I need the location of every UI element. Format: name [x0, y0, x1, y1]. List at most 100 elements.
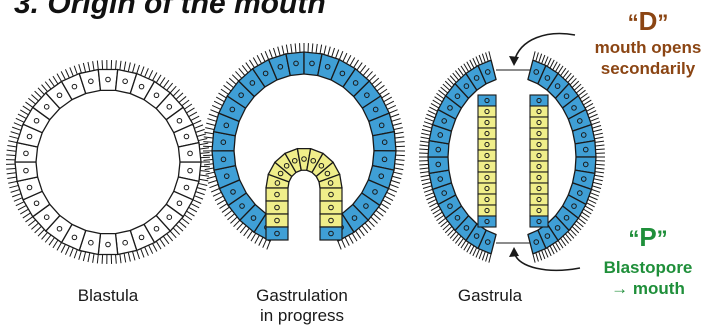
blastula-cilium — [187, 108, 195, 113]
blastula-cilium — [9, 136, 18, 138]
blastula-cilium — [38, 230, 44, 237]
gastrulation-ectoderm-cilium — [365, 223, 371, 230]
gastrula-ectoderm-left-cilium — [489, 254, 491, 263]
gastrulation-ectoderm-cilium — [375, 82, 382, 88]
gastrula-ectoderm-right-cilium — [595, 137, 604, 139]
gastrulation-ectoderm-cilium — [207, 176, 216, 178]
gastrula-endoderm-cell — [530, 183, 548, 194]
gastrula-ectoderm-left-cilium — [422, 129, 431, 131]
blastula-cilium — [170, 86, 176, 93]
blastula-cilium — [120, 61, 121, 70]
deuterostome-annotation: “D” mouth opens secondarily — [578, 6, 718, 79]
gastrulation-ectoderm-cilium — [224, 85, 231, 90]
gastrulation-ectoderm-cilium — [209, 185, 217, 188]
blastula-cilium — [182, 218, 189, 223]
gastrula-endoderm-cell — [530, 161, 548, 172]
blastula-cilium — [12, 127, 20, 130]
gastrulation-ectoderm-cilium — [391, 180, 400, 183]
gastrulation-ectoderm-cilium — [255, 236, 259, 244]
gastrulation-ectoderm-cilium — [249, 60, 254, 68]
gastrula-ectoderm-right-cilium — [556, 64, 561, 72]
gastrula-endoderm-cell — [478, 117, 496, 128]
blastula-cilium — [14, 198, 22, 201]
gastrula-ectoderm-left-cilium — [486, 52, 489, 61]
blastula-cilium — [25, 217, 32, 222]
gastrula-ectoderm-left-cilium — [464, 243, 469, 251]
gastrula-ectoderm-left-cilium — [436, 215, 443, 220]
blastula-cilium — [28, 220, 35, 226]
blastula-cilium — [193, 200, 201, 204]
gastrulation-ectoderm-cilium — [229, 78, 236, 84]
blastula-cilium — [201, 171, 210, 172]
blastula-cilium — [141, 249, 144, 257]
gastrulation-ectoderm-cilium — [206, 123, 215, 125]
gastrulation-ectoderm-cilium — [212, 105, 220, 109]
blastula-cilium — [191, 204, 199, 208]
gastrulation-ectoderm-cilium — [221, 89, 228, 94]
gastrulation-ectoderm-cilium — [278, 47, 280, 56]
label-gastrulation-line1: Gastrulation — [232, 286, 372, 306]
blastula-cilium — [149, 246, 153, 254]
blastula-cilium — [38, 88, 44, 95]
gastrula-ectoderm-left-cilium — [421, 133, 430, 135]
gastrulation-ectoderm-cilium — [273, 48, 276, 57]
gastrula-ectoderm-left-cilium — [431, 206, 439, 210]
blastula-cilium — [53, 240, 58, 248]
gastrulation-ectoderm-cilium — [205, 128, 214, 130]
blastula-cilium — [173, 228, 179, 234]
blastula-cilium — [61, 71, 65, 79]
blastula-cilium — [167, 234, 173, 241]
gastrula-ectoderm-right-cilium — [556, 243, 561, 251]
gastrulation-ectoderm-cilium — [227, 214, 234, 220]
gastrula-ectoderm-right-cilium — [590, 193, 598, 196]
gastrula-endoderm-cell — [478, 172, 496, 183]
gastrulation-ectoderm-cilium — [265, 51, 268, 59]
blastula-cilium — [45, 82, 51, 89]
blastula-cilium — [160, 77, 165, 84]
gastrula-ectoderm-left-cilium — [420, 172, 429, 173]
gastrulation-ectoderm-cilium — [352, 233, 357, 241]
gastrula-endoderm-cell — [478, 205, 496, 216]
gastrulation-ectoderm-cilium — [392, 119, 401, 122]
gastrulation-ectoderm-cilium — [211, 189, 219, 193]
gastrula-ectoderm-left-cilium — [470, 246, 474, 254]
gastrulation-ectoderm-cilium — [395, 137, 404, 138]
gastrula-ectoderm-right-cilium — [595, 141, 604, 142]
gastrulation-ectoderm-cilium — [380, 89, 387, 94]
gastrulation-endoderm-cell — [320, 188, 342, 201]
gastrula-ectoderm-right-cilium — [588, 200, 596, 204]
gastrulation-ectoderm-cilium — [356, 231, 361, 238]
gastrula-ectoderm-right-cilium — [580, 93, 587, 98]
blastula-cilium — [79, 64, 82, 73]
blastula-cilium — [6, 155, 15, 156]
gastrulation-ectoderm-cilium — [320, 45, 322, 54]
blastula-cilium — [176, 93, 183, 99]
blastula-cilium — [149, 70, 153, 78]
blastula-cilium — [88, 62, 90, 71]
blastula-cilium — [173, 89, 179, 95]
gastrulation-ectoderm-cilium — [253, 57, 258, 65]
gastrula-endoderm-cell — [530, 205, 548, 216]
gastrula-endoderm-cell — [478, 183, 496, 194]
gastrulation-endoderm-cell — [266, 227, 288, 240]
blastula-cilium — [20, 110, 28, 115]
blastula-cilium — [179, 222, 186, 228]
gastrula-ectoderm-right-cilium — [596, 149, 605, 150]
gastrula-ectoderm-left-cilium — [479, 55, 482, 63]
blastula-cilium — [23, 213, 31, 218]
gastrulation-ectoderm-cilium — [207, 119, 216, 122]
gastrula-ectoderm-right-cilium — [539, 54, 542, 63]
gastrula-endoderm-cell — [530, 150, 548, 161]
gastrula-endoderm-cell — [478, 216, 496, 227]
gastrulation-ectoderm-cilium — [394, 128, 403, 130]
blastula-cilium — [120, 254, 121, 263]
gastrulation-ectoderm-cilium — [204, 137, 213, 138]
gastrula-ectoderm-left-cilium — [428, 200, 436, 204]
gastrulation-ectoderm-cilium — [261, 53, 265, 61]
gastrula-ectoderm-right-cilium — [539, 252, 542, 261]
gastrulation-ectoderm-cilium — [291, 44, 292, 53]
gastrula-ectoderm-left-cilium — [467, 62, 471, 70]
gastrula-ectoderm-right-cilium — [547, 248, 551, 256]
gastrula-ectoderm-left-cilium — [431, 103, 439, 107]
gastrula-ectoderm-right-cilium — [585, 103, 593, 107]
